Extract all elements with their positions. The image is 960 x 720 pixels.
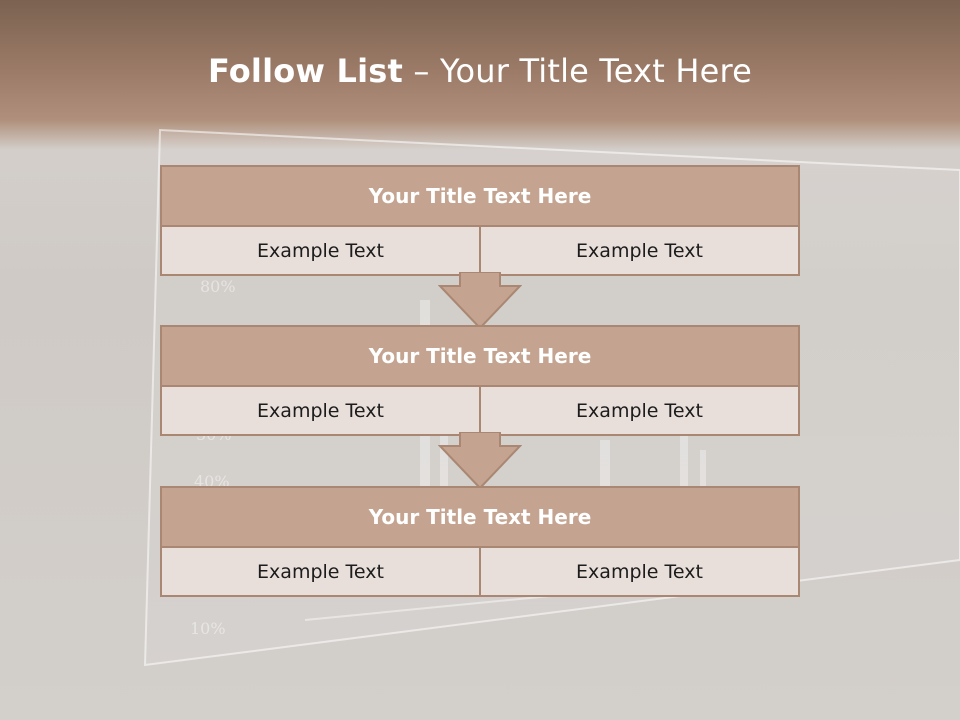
- block-row: Example Text Example Text: [162, 387, 798, 434]
- slide-title-rest: – Your Title Text Here: [403, 52, 753, 90]
- bg-label-80: 80%: [200, 277, 236, 296]
- block-cell-right: Example Text: [479, 548, 798, 595]
- bg-label-10: 10%: [190, 619, 226, 638]
- block-cell-right: Example Text: [479, 387, 798, 434]
- down-arrow-icon: [438, 432, 522, 490]
- block-cell-left: Example Text: [162, 548, 479, 595]
- block-cell-left: Example Text: [162, 387, 479, 434]
- list-block-2: Your Title Text Here Example Text Exampl…: [160, 325, 800, 436]
- block-cell-left: Example Text: [162, 227, 479, 274]
- block-row: Example Text Example Text: [162, 227, 798, 274]
- slide-title-bold: Follow List: [207, 52, 404, 90]
- list-block-1: Your Title Text Here Example Text Exampl…: [160, 165, 800, 276]
- down-arrow-icon: [438, 272, 522, 330]
- block-cell-right: Example Text: [479, 227, 798, 274]
- block-row: Example Text Example Text: [162, 548, 798, 595]
- list-block-3: Your Title Text Here Example Text Exampl…: [160, 486, 800, 597]
- block-title: Your Title Text Here: [162, 488, 798, 548]
- block-title: Your Title Text Here: [162, 327, 798, 387]
- slide-title: Follow List – Your Title Text Here: [0, 52, 960, 90]
- block-title: Your Title Text Here: [162, 167, 798, 227]
- header-band: [0, 0, 960, 150]
